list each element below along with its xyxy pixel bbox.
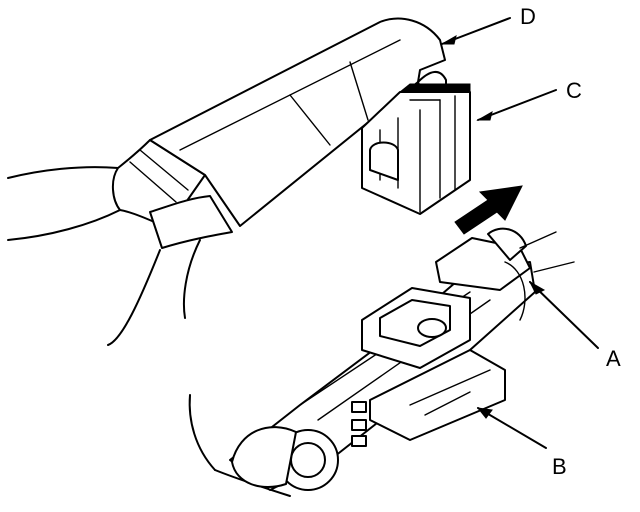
leader-d <box>440 17 511 45</box>
callout-label-b: B <box>552 454 567 479</box>
connector-c <box>361 83 471 215</box>
pliers <box>7 17 447 346</box>
direction-arrow <box>454 185 523 235</box>
leader-a <box>528 280 599 349</box>
callout-label-d: D <box>520 4 536 29</box>
callout-label-a: A <box>606 346 621 371</box>
leader-b <box>476 407 547 449</box>
leader-c <box>476 89 557 121</box>
callout-label-c: C <box>566 78 582 103</box>
connector-assembly <box>188 227 575 497</box>
